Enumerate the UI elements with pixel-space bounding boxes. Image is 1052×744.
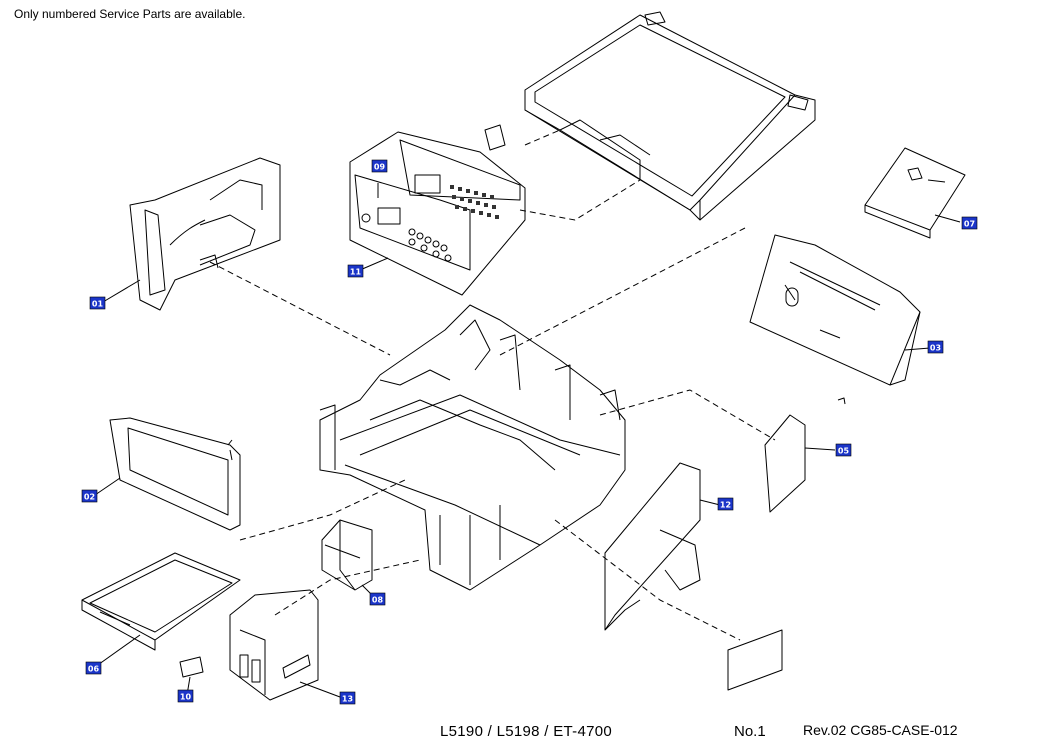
housing-left (129, 157, 281, 311)
service-parts-note: Only numbered Service Parts are availabl… (14, 7, 246, 21)
callout-13: 13 (339, 691, 356, 705)
callout-07-label: 07 (964, 220, 975, 229)
callout-07: 07 (961, 216, 978, 230)
label-plate (179, 656, 204, 678)
sheet-part (727, 629, 783, 691)
callout-11: 11 (347, 264, 364, 278)
callout-10-label: 10 (180, 693, 192, 702)
callout-09: 09 (371, 159, 388, 173)
rear-cover (109, 417, 241, 531)
callout-01-label: 01 (92, 300, 104, 309)
callout-12-label: 12 (720, 501, 731, 510)
callout-08-label: 08 (372, 596, 384, 605)
page-number: No.1 (734, 723, 766, 740)
callout-06-label: 06 (88, 665, 100, 674)
housing-right (604, 462, 701, 631)
callout-03-label: 03 (930, 344, 941, 353)
paper-cassette (81, 552, 241, 651)
callout-08: 08 (369, 592, 386, 606)
callout-03: 03 (927, 340, 944, 354)
ink-tank-cover (229, 589, 319, 701)
paper-support (749, 234, 921, 386)
callout-05-label: 05 (838, 447, 850, 456)
printer-mechanism (319, 304, 626, 591)
callout-10: 10 (177, 689, 194, 703)
scanner-unit (524, 11, 816, 221)
callout-02-label: 02 (84, 493, 95, 502)
callout-13-label: 13 (342, 695, 353, 704)
operation-panel (349, 124, 526, 296)
callout-12: 12 (717, 497, 734, 511)
callout-leaders (94, 183, 961, 698)
paper-guide (864, 147, 966, 239)
model-number: L5190 / L5198 / ET-4700 (440, 723, 613, 740)
callout-09-label: 09 (374, 163, 386, 172)
leader-lines (209, 129, 776, 641)
callout-06: 06 (85, 661, 102, 675)
revision-code: Rev.02 CG85-CASE-012 (803, 722, 958, 738)
callout-group: 01 11 09 07 03 05 12 02 08 06 13 10 (81, 159, 978, 705)
side-cover (764, 397, 846, 513)
ink-tank (321, 519, 373, 591)
callout-11-label: 11 (350, 268, 362, 277)
callout-01: 01 (89, 296, 106, 310)
callout-05: 05 (835, 443, 852, 457)
callout-02: 02 (81, 489, 98, 503)
